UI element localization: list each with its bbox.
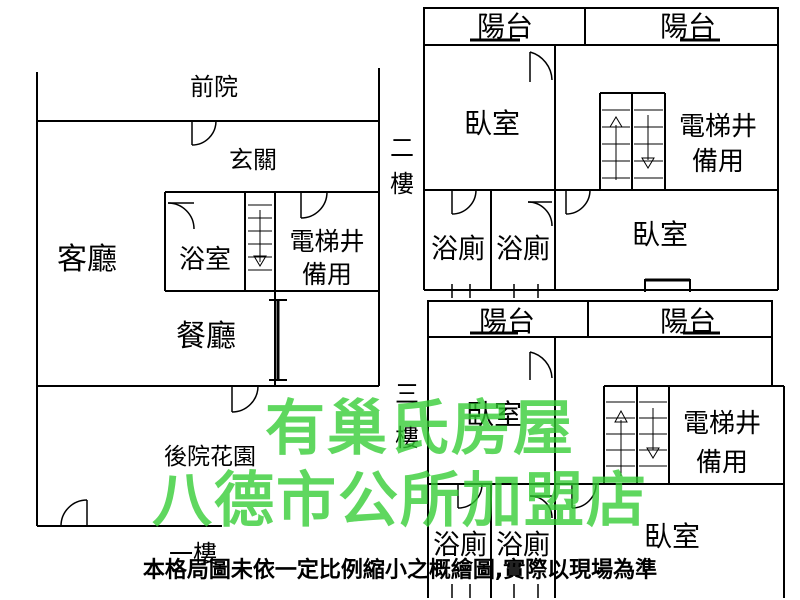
label-living-room: 客廳 [57,242,117,277]
label-2f-bath-left: 浴廁 [431,234,485,265]
watermark-line1: 有巢氏房屋 [265,394,575,464]
label-3f-bedroom-top: 臥室 [466,398,522,431]
label-2f-balcony-right: 陽台 [660,10,716,43]
label-back-garden: 後院花園 [164,444,256,470]
label-bathroom: 浴室 [179,245,231,275]
label-elevator-1f-line1: 電梯井 [289,227,364,256]
plan-1f-walls [36,68,380,527]
label-elevator-3f-line2: 備用 [696,448,748,478]
label-floor-2f-line2: 樓 [390,170,414,198]
label-3f-bedroom-bottom: 臥室 [644,520,700,553]
label-3f-bath-right: 浴廁 [496,530,550,561]
plan-1f-stair [248,204,272,271]
plan-2f-walls [423,7,779,292]
label-elevator-3f-line1: 電梯井 [683,409,761,439]
label-dining-room: 餐廳 [176,319,236,354]
plan-3f-stair [606,401,667,476]
label-2f-bath-right: 浴廁 [496,234,550,265]
plan-3f-walls [427,300,785,598]
label-front-yard: 前院 [190,73,238,101]
label-3f-bath-left: 浴廁 [433,530,487,561]
label-floor-1f: 一樓 [169,540,217,568]
label-3f-balcony-right: 陽台 [660,305,716,338]
label-elevator-1f-line2: 備用 [302,260,352,289]
label-floor-3f-line2: 樓 [395,424,419,452]
label-2f-bedroom-top: 臥室 [464,107,520,140]
plan-1f-doors [60,120,328,527]
watermark-line2: 八德市公所加盟店 [152,466,648,536]
label-elevator-2f-line2: 備用 [692,147,744,177]
label-3f-balcony-left: 陽台 [479,305,535,338]
label-entrance: 玄關 [229,146,277,174]
plan-2f-doors [451,51,591,298]
disclaimer-note: 本格局圖未依一定比例縮小之概繪圖,實際以現場為準 [142,558,658,583]
plan-2f-stair [602,109,663,180]
plan-3f-doors [451,351,597,598]
label-floor-3f-line1: 三 [395,380,419,408]
label-floor-2f-line1: 二 [390,134,414,162]
label-2f-balcony-left: 陽台 [477,10,533,43]
label-2f-bedroom-bottom: 臥室 [632,218,688,251]
label-elevator-2f-line1: 電梯井 [679,112,757,142]
